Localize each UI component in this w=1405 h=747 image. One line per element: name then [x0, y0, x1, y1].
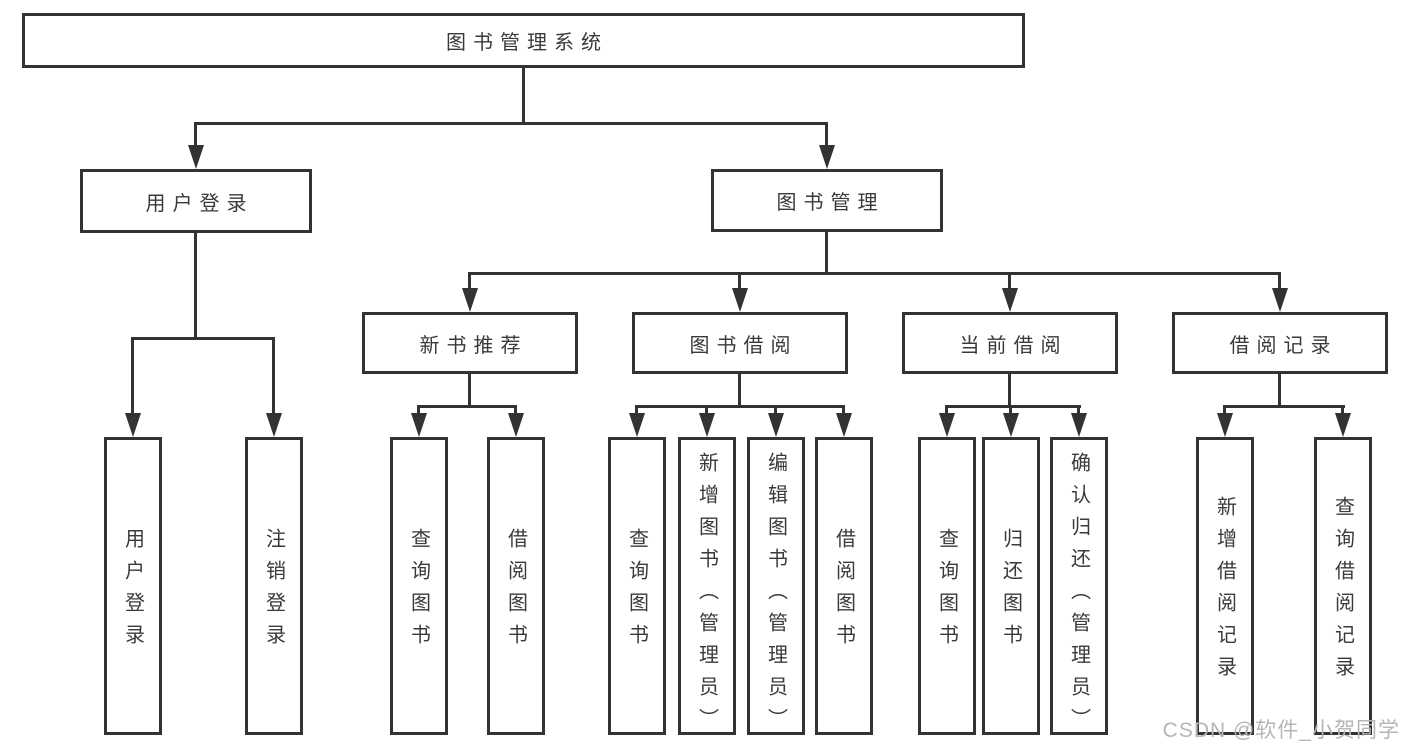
connector-line	[842, 405, 845, 415]
arrow-down-icon	[1217, 413, 1233, 437]
node-leaf-cb-return-books: 归还图书	[982, 437, 1040, 735]
arrow-down-icon	[1003, 413, 1019, 437]
arrow-down-icon	[732, 288, 748, 312]
connector-line	[131, 337, 275, 340]
connector-line	[1008, 374, 1011, 407]
node-leaf-bb-add-books: 新增图书（管理员）	[678, 437, 736, 740]
node-leaf-bb-edit-books: 编辑图书（管理员）	[747, 437, 805, 740]
arrow-down-icon	[1071, 413, 1087, 437]
arrow-down-icon	[939, 413, 955, 437]
node-leaf-bb-borrow-books: 借阅图书	[815, 437, 873, 735]
connector-line	[1077, 405, 1080, 415]
node-leaf-cb-confirm-return: 确认归还（管理员）	[1050, 437, 1108, 740]
connector-line	[705, 405, 708, 415]
connector-line	[738, 272, 741, 290]
node-current-borrow: 当前借阅	[902, 312, 1118, 374]
arrow-down-icon	[508, 413, 524, 437]
arrow-down-icon	[462, 288, 478, 312]
connector-line	[1223, 405, 1226, 415]
node-leaf-nb-query-books: 查询图书	[390, 437, 448, 735]
connector-line	[738, 374, 741, 407]
arrow-down-icon	[699, 413, 715, 437]
connector-line	[522, 68, 525, 124]
arrow-down-icon	[629, 413, 645, 437]
connector-line	[1223, 405, 1345, 408]
arrow-down-icon	[188, 145, 204, 169]
arrow-down-icon	[819, 145, 835, 169]
arrow-down-icon	[836, 413, 852, 437]
node-leaf-cb-query-books: 查询图书	[918, 437, 976, 735]
node-leaf-nb-borrow-books: 借阅图书	[487, 437, 545, 735]
connector-line	[514, 405, 517, 415]
node-leaf-logout: 注销登录	[245, 437, 303, 735]
arrow-down-icon	[1002, 288, 1018, 312]
node-book-management: 图书管理	[711, 169, 943, 232]
connector-line	[635, 405, 845, 408]
node-leaf-bb-query-books: 查询图书	[608, 437, 666, 735]
connector-line	[945, 405, 948, 415]
connector-line	[774, 405, 777, 415]
connector-line	[825, 232, 828, 274]
connector-line	[1278, 374, 1281, 407]
connector-line	[1008, 272, 1011, 290]
node-root: 图书管理系统	[22, 13, 1025, 68]
connector-line	[417, 405, 420, 415]
connector-line	[1009, 405, 1012, 415]
connector-line	[468, 272, 471, 290]
arrow-down-icon	[125, 413, 141, 437]
connector-line	[635, 405, 638, 415]
arrow-down-icon	[768, 413, 784, 437]
connector-line	[468, 374, 471, 407]
connector-line	[194, 233, 197, 339]
watermark: CSDN @软件_小贺同学	[1162, 719, 1400, 742]
connector-line	[194, 122, 828, 125]
arrow-down-icon	[1272, 288, 1288, 312]
node-leaf-user-login: 用户登录	[104, 437, 162, 735]
connector-line	[194, 122, 197, 148]
arrow-down-icon	[1335, 413, 1351, 437]
connector-line	[825, 122, 828, 148]
connector-line	[945, 405, 1081, 408]
connector-line	[468, 272, 1281, 275]
node-new-book-recommend: 新书推荐	[362, 312, 578, 374]
node-book-borrow: 图书借阅	[632, 312, 848, 374]
node-leaf-br-add-record: 新增借阅记录	[1196, 437, 1254, 735]
node-borrow-records: 借阅记录	[1172, 312, 1388, 374]
node-user-login: 用户登录	[80, 169, 312, 233]
node-leaf-br-query-record: 查询借阅记录	[1314, 437, 1372, 735]
connector-line	[131, 337, 134, 417]
connector-line	[1341, 405, 1344, 415]
arrow-down-icon	[266, 413, 282, 437]
connector-line	[272, 337, 275, 417]
arrow-down-icon	[411, 413, 427, 437]
connector-line	[1278, 272, 1281, 290]
connector-line	[417, 405, 517, 408]
